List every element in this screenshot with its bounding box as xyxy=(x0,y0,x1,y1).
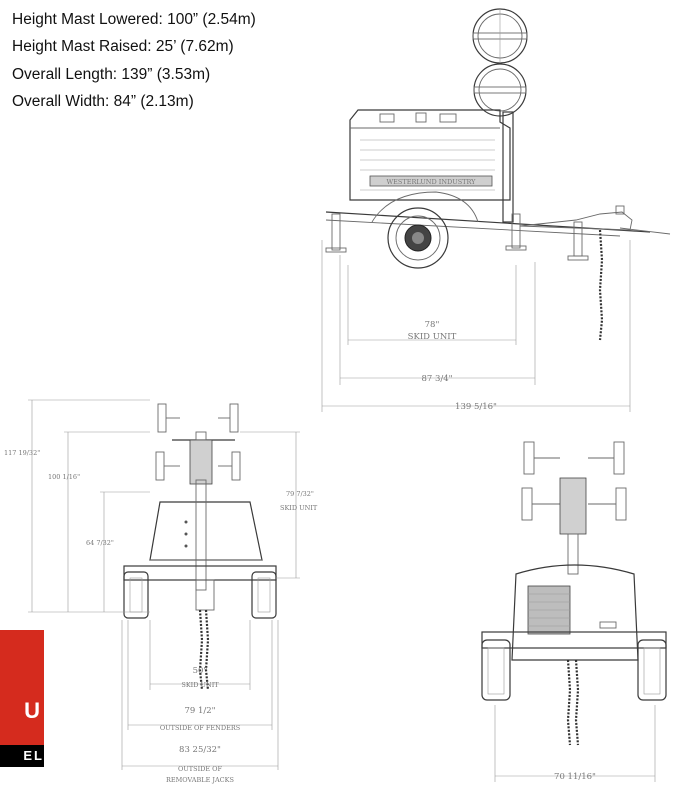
front-mast xyxy=(195,479,207,591)
front-w2-value: 79 1/2" xyxy=(184,706,215,716)
front-view: 117 19/32" 100 1/16" 64 7/32" 79 7/32" S… xyxy=(4,399,318,784)
front-h2: 100 1/16" xyxy=(48,473,80,481)
rear-view: 70 11/16" xyxy=(481,441,667,782)
rear-wheel-left xyxy=(481,639,511,701)
rear-axle xyxy=(481,631,667,649)
rear-dims: 70 11/16" xyxy=(494,705,656,782)
side-len2-value: 139 5/16" xyxy=(455,402,497,412)
rear-w-value: 70 11/16" xyxy=(554,772,596,782)
front-w1-value: 50" xyxy=(193,666,208,676)
side-dims: 78" SKID UNIT 87 3/4" 139 5/16" xyxy=(321,240,631,412)
front-lamps xyxy=(155,403,241,481)
brand-logo-letter: U xyxy=(24,698,40,723)
front-hitch xyxy=(195,579,215,611)
front-w3-label1: OUTSIDE OF xyxy=(178,765,223,773)
side-view: WESTERLUND INDUSTRY xyxy=(321,8,671,412)
side-wheel xyxy=(371,191,479,269)
brand-logo-bottom: EL xyxy=(0,745,44,767)
front-horizontal-dims: 50" SKID UNIT 79 1/2" OUTSIDE OF FENDERS… xyxy=(121,620,279,784)
side-len1-value: 87 3/4" xyxy=(421,374,452,384)
side-skid-label: SKID UNIT xyxy=(408,332,457,342)
side-lamp-top xyxy=(472,8,528,64)
front-wheel-right xyxy=(251,571,277,619)
side-skid-value: 78" xyxy=(425,320,440,330)
rear-lamps xyxy=(521,441,627,521)
rear-wheel-right xyxy=(637,639,667,701)
front-w2-label: OUTSIDE OF FENDERS xyxy=(160,724,240,732)
spec-height-raised: Height Mast Raised: 25’ (7.62m) xyxy=(12,38,234,56)
front-w1-label: SKID UNIT xyxy=(181,681,219,689)
front-mast-coil xyxy=(189,439,213,485)
brand-logo-red: U xyxy=(0,630,44,750)
front-h3: 64 7/32" xyxy=(86,539,114,547)
front-w3-value: 83 25/32" xyxy=(179,745,221,755)
side-enclosure: WESTERLUND INDUSTRY xyxy=(349,109,511,201)
brand-logo: U xyxy=(0,630,44,750)
front-wheel-left xyxy=(123,571,149,619)
side-lamp-bottom xyxy=(473,63,527,117)
front-h4-label: SKID UNIT xyxy=(280,504,318,512)
spec-height-lowered: Height Mast Lowered: 100” (2.54m) xyxy=(12,11,256,28)
side-mast xyxy=(502,111,514,223)
front-h4: 79 7/32" xyxy=(286,490,314,498)
rear-enclosure xyxy=(511,564,639,661)
spec-overall-length: Overall Length: 139” (3.53m) xyxy=(12,65,211,83)
side-plate-text: WESTERLUND INDUSTRY xyxy=(387,178,477,186)
side-cable xyxy=(598,229,604,341)
side-frame xyxy=(325,205,671,237)
rear-mast xyxy=(567,533,579,575)
front-vertical-dims: 117 19/32" 100 1/16" 64 7/32" 79 7/32" S… xyxy=(4,399,318,613)
front-h1: 117 19/32" xyxy=(4,449,40,457)
spec-overall-width: Overall Width: 84” (2.13m) xyxy=(12,92,194,110)
spec-list: Height Mast Lowered: 100” (2.54m) Height… xyxy=(12,6,256,115)
side-jacks xyxy=(325,213,589,261)
rear-mast-coil xyxy=(559,477,587,535)
front-w3-label2: REMOVABLE JACKS xyxy=(166,776,234,784)
